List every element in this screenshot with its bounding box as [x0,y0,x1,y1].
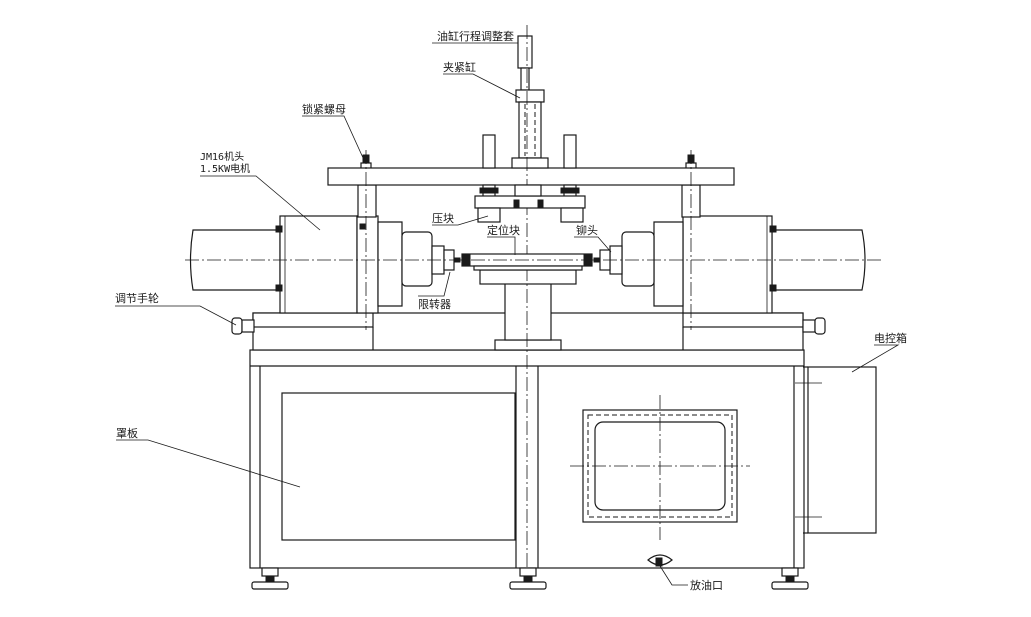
leveling-feet [251,567,809,590]
label-cylinder-stroke-sleeve: 油缸行程调整套 [437,29,514,43]
label-head-model: JM16机头 [200,150,244,163]
central-pedestal [479,269,577,351]
access-door [570,395,750,540]
press-block-assembly [474,184,586,223]
label-press-block: 压块 [432,212,454,225]
label-cover-plate: 罩板 [116,426,138,440]
top-beam [327,167,735,186]
label-rotation-limiter: 限转器 [418,297,451,311]
label-locating-block: 定位块 [487,223,520,237]
label-clamp-cylinder: 夹紧缸 [443,60,476,74]
label-lock-nut: 锁紧螺母 [302,102,346,116]
right-riveting-head [599,154,866,314]
right-handwheel [802,317,826,335]
label-electric-box: 电控箱 [874,331,907,345]
electric-control-box [795,366,877,534]
clamp-cylinder [511,25,549,570]
label-motor-power: 1.5KW电机 [200,162,250,175]
workpiece [453,253,601,271]
oil-drain-port [647,554,673,567]
label-adjust-handwheel: 调节手轮 [115,291,159,305]
left-handwheel [231,317,255,335]
cover-plate-panel [281,392,516,541]
leader-lines [115,42,900,586]
label-oil-drain: 放油口 [690,578,723,592]
label-rivet-head: 铆头 [576,223,598,237]
